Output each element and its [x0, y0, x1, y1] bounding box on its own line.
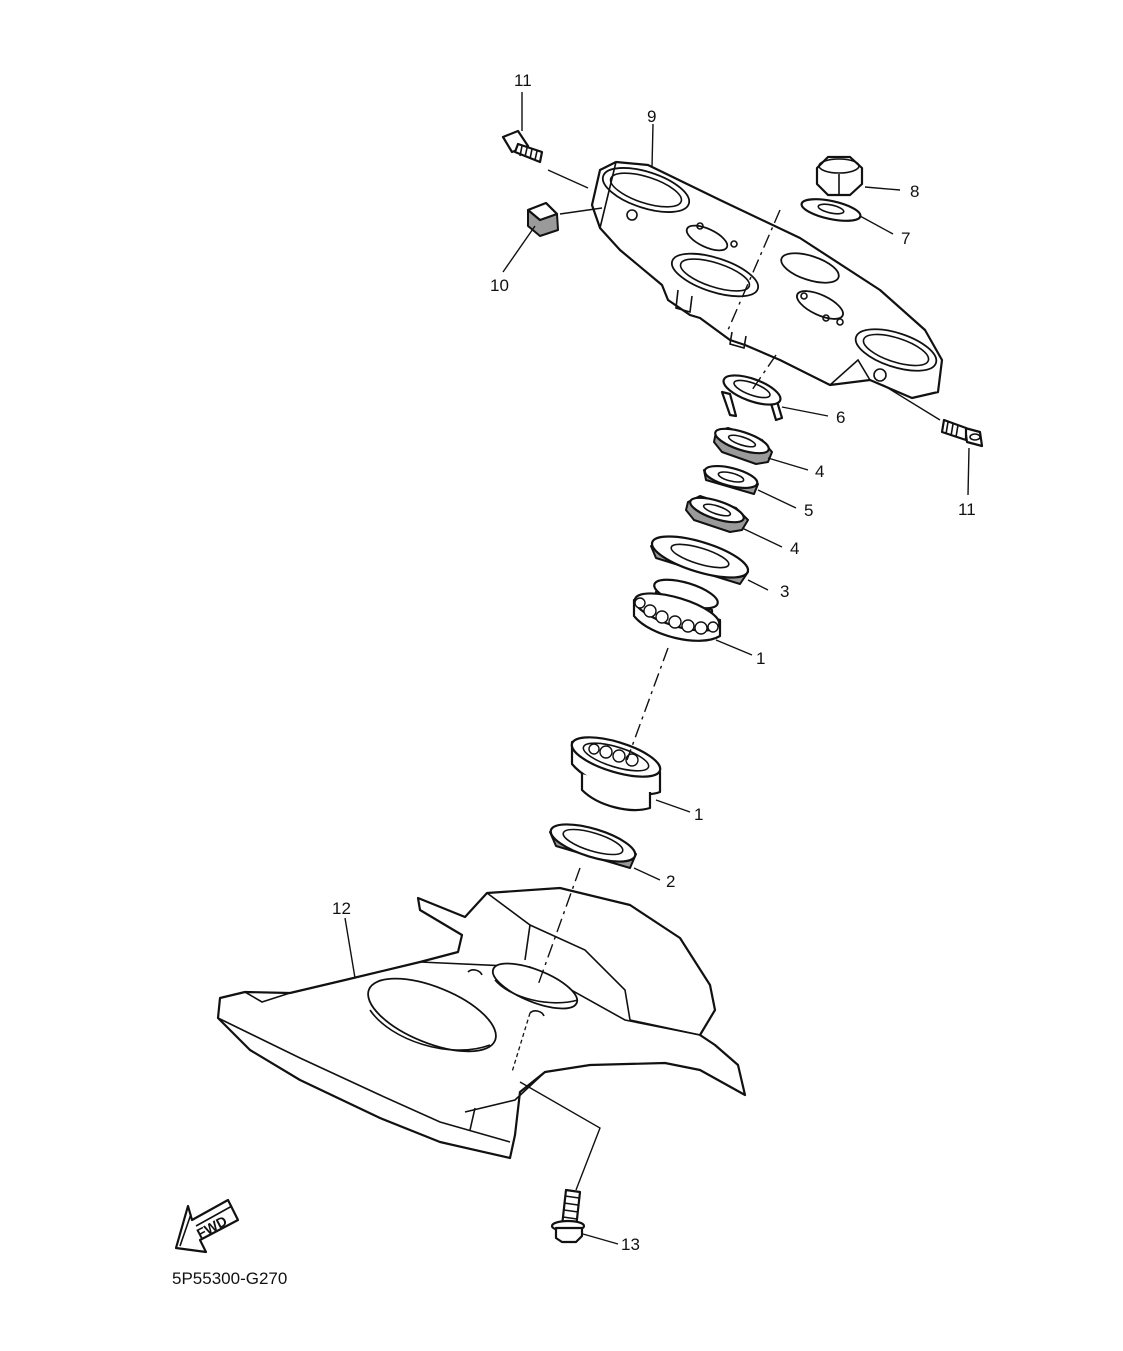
callout-9: 9: [647, 107, 656, 126]
callout-1-lower: 1: [694, 805, 703, 824]
cap-pad: [526, 201, 559, 237]
flange-bolt: [550, 1188, 586, 1244]
callout-4-lower: 4: [790, 539, 799, 558]
callout-13: 13: [621, 1235, 640, 1254]
callout-8: 8: [910, 182, 919, 201]
leader-lines: [344, 92, 970, 1245]
callout-2: 2: [666, 872, 675, 891]
callout-3: 3: [780, 582, 789, 601]
upper-bracket: [590, 160, 944, 400]
lock-washer: [720, 374, 784, 422]
bearing-upper: [632, 578, 722, 642]
bolt-right: [940, 418, 984, 448]
under-bracket: [216, 886, 747, 1160]
callout-1-upper: 1: [756, 649, 765, 668]
callout-12: 12: [332, 899, 351, 918]
bearing-cover: [650, 535, 750, 585]
rubber-washer: [703, 464, 759, 495]
callout-6: 6: [836, 408, 845, 427]
steering-stem-cap-nut: [815, 155, 864, 197]
bolt-top-left: [501, 129, 544, 164]
fwd-arrow-icon: FWD: [174, 1198, 240, 1254]
callout-10: 10: [490, 276, 509, 295]
washer-top: [800, 198, 862, 222]
ring-nut-upper: [713, 427, 773, 465]
seal: [549, 823, 637, 869]
ring-nut-lower: [685, 495, 749, 533]
bearing-lower: [570, 736, 662, 812]
callout-labels: 11 9 8 7 10 6 4 5 4 3 1 1 2 11 12 13: [332, 71, 976, 1254]
callout-11-right: 11: [958, 500, 976, 519]
callout-7: 7: [901, 229, 910, 248]
callout-5: 5: [804, 501, 813, 520]
diagram-code: 5P55300-G270: [172, 1269, 287, 1288]
assembly-centerlines: [511, 169, 941, 1191]
callout-4-upper: 4: [815, 462, 824, 481]
callout-11-top: 11: [514, 71, 532, 90]
